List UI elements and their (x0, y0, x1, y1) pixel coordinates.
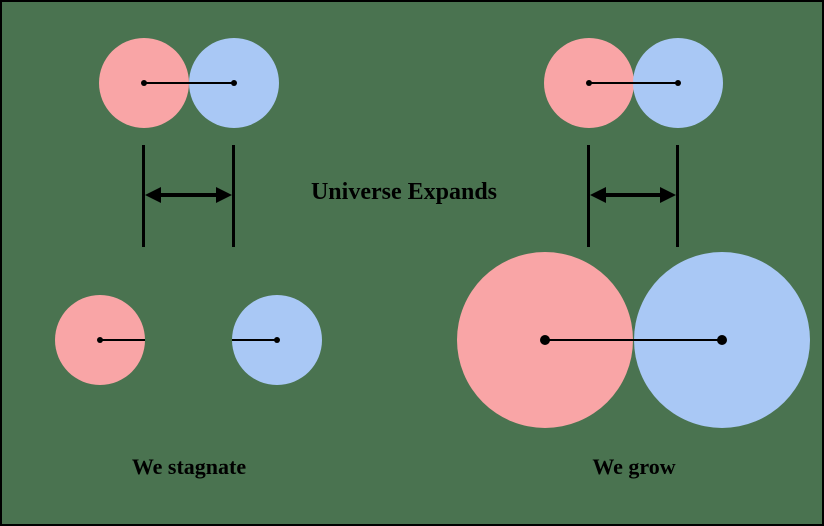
arrow-shaft (605, 193, 661, 197)
marker-bar-left (142, 145, 145, 247)
arrowhead-left-icon (145, 187, 161, 203)
arrowhead-right-icon (660, 187, 676, 203)
marker-bar-left (587, 145, 590, 247)
marker-bar-right (676, 145, 679, 247)
blue-center-dot (717, 335, 727, 345)
universe-expands-label: Universe Expands (310, 179, 498, 205)
pink-center-dot (586, 80, 592, 86)
center-connector-line (545, 339, 722, 341)
blue-center-dot (274, 337, 280, 343)
we-stagnate-label: We stagnate (131, 454, 247, 479)
we-grow-label: We grow (592, 454, 676, 479)
center-connector-line (589, 82, 678, 84)
center-connector-line (144, 82, 234, 84)
arrow-shaft (160, 193, 217, 197)
arrowhead-left-icon (590, 187, 606, 203)
blue-center-dot (231, 80, 237, 86)
pink-center-dot (97, 337, 103, 343)
pink-radius-line (100, 339, 145, 341)
pink-center-dot (141, 80, 147, 86)
marker-bar-right (232, 145, 235, 247)
blue-radius-line (232, 339, 277, 341)
arrowhead-right-icon (216, 187, 232, 203)
blue-center-dot (675, 80, 681, 86)
pink-center-dot (540, 335, 550, 345)
